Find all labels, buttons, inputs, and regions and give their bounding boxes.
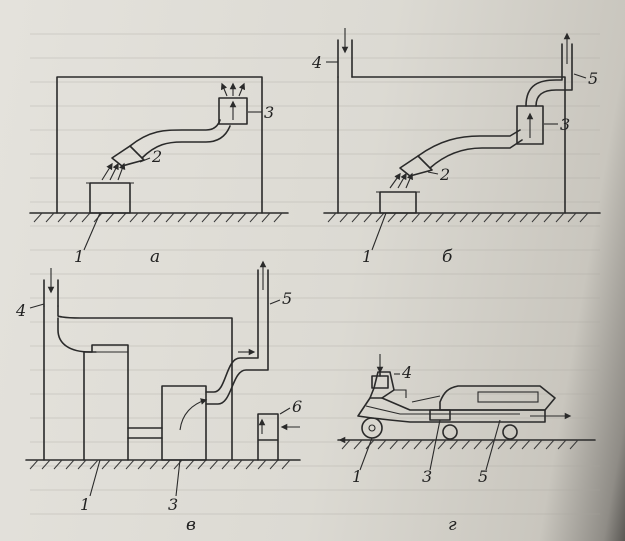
label-a-1: 1 [74, 247, 84, 266]
label-b-2: 2 [439, 165, 450, 184]
rising-fumes-a [101, 162, 126, 181]
enclosure-v [83, 344, 129, 461]
background-text-bleed [30, 33, 600, 515]
exhaust-hood-b [399, 155, 433, 177]
exhaust-hood-a [111, 145, 145, 167]
caption-a: а [150, 247, 160, 267]
duct-a [129, 119, 231, 159]
supply-pipe-v [43, 279, 59, 307]
wheel-rear [502, 424, 518, 440]
label-v-6: 6 [292, 397, 302, 416]
label-g-3: 3 [422, 467, 432, 486]
exhaust-duct-v [205, 269, 269, 405]
label-b-3: 3 [560, 115, 570, 134]
floor-b-hatch [327, 212, 589, 223]
ground-g-hatch [341, 439, 579, 450]
wheel-mid [442, 424, 458, 440]
exhaust-pipe-b [525, 43, 573, 107]
figure-g: 4 1 3 5 г [337, 354, 596, 535]
label-b-5: 5 [588, 69, 598, 88]
vehicle-body [439, 385, 556, 411]
rising-fumes-b [389, 172, 413, 189]
label-g-1: 1 [352, 467, 362, 486]
room-v [43, 305, 233, 461]
label-v-3: 3 [168, 495, 178, 514]
figure-a: 3 2 1 а [29, 76, 289, 267]
figure-b: 4 5 3 2 1 б [311, 28, 601, 267]
vehicle-column [369, 371, 395, 399]
label-g-5: 5 [478, 467, 488, 486]
fan-unit-b [516, 105, 544, 145]
caption-b: б [442, 247, 453, 267]
floor-a-hatch [33, 212, 283, 223]
room-b [337, 76, 566, 214]
label-v-1: 1 [80, 495, 90, 514]
caption-g: г [448, 515, 457, 535]
label-a-2: 2 [151, 147, 162, 166]
room-a [56, 76, 263, 214]
label-b-1: 1 [362, 247, 372, 266]
label-a-3: 3 [264, 103, 274, 122]
label-b-4: 4 [311, 53, 322, 72]
duct-b [417, 129, 523, 169]
label-v-5: 5 [282, 289, 292, 308]
caption-v: в [186, 515, 196, 535]
supply-duct-v [57, 317, 97, 353]
label-v-4: 4 [15, 301, 26, 320]
intake-device-v [257, 413, 279, 461]
wheel-front [361, 417, 383, 439]
supply-pipe-b [337, 39, 353, 78]
fan-unit-v [161, 385, 207, 461]
fan-unit-a [218, 97, 248, 125]
pollution-source-a [89, 182, 131, 214]
floor-v-hatch [29, 459, 291, 470]
label-g-4: 4 [401, 363, 412, 382]
figure-v: 4 5 6 1 3 в [15, 260, 302, 535]
